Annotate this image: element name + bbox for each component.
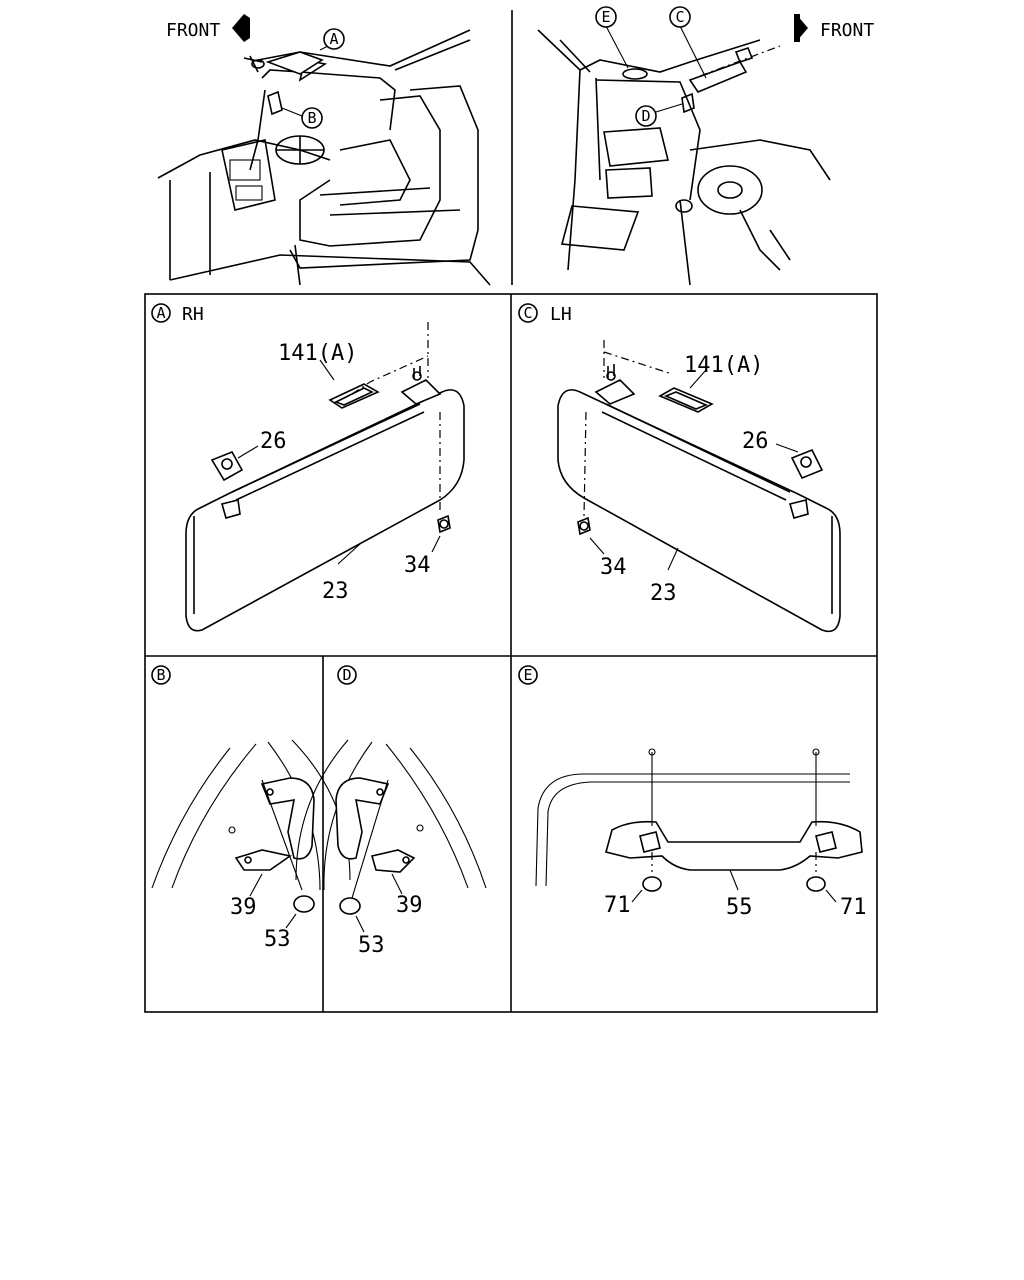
panel-b-marker: B [156,666,165,684]
panel-d: D 39 53 [295,665,487,958]
panel-e-part-55: 55 [726,895,753,920]
callout-c-leader [679,25,707,79]
cover-141-lh [658,387,714,413]
panel-e-marker-circle [518,665,538,685]
cab-interior-right-illustration [537,29,831,286]
panel-a-side-label: RH [182,304,204,325]
panel-d-marker: D [342,666,351,684]
panel-a: A RH 141(A) 26 34 23 [151,303,465,632]
assist-grip-39-b [260,777,315,860]
panel-a-marker: A [156,304,165,322]
screw-71-left [642,876,662,892]
callout-e-circle [595,6,617,28]
callout-d-circle [635,105,657,127]
callout-e-leader [605,25,629,69]
panel-e-marker: E [523,666,532,684]
panel-b: B 39 53 [151,665,351,952]
panel-a-part-141: 141(A) [278,341,357,366]
panel-c-part-141: 141(A) [684,353,763,378]
panel-a-part-26: 26 [260,429,287,454]
panel-c-marker-circle [518,303,538,323]
panel-e-part-71-left: 71 [604,893,631,918]
screw-53-b [293,895,315,913]
cab-interior-left-illustration [157,29,491,286]
sunvisor-rh-body [185,389,465,632]
front-label-left: FRONT [166,20,220,41]
callout-d-leader [655,103,683,113]
panel-c-part-34: 34 [600,555,627,580]
sunvisor-lh-body [557,389,841,633]
callout-c-circle [669,6,691,28]
callout-e-letter: E [601,8,610,26]
front-label-right: FRONT [820,20,874,41]
front-arrow-right-stem [794,14,800,42]
callout-a-circle [323,28,345,50]
panel-b-marker-circle [151,665,171,685]
grab-handle-55 [605,820,863,871]
panel-c-side-label: LH [550,304,572,325]
panel-d-marker-circle [337,665,357,685]
panel-b-part-39: 39 [230,895,257,920]
panel-e: E 71 55 71 [518,665,867,920]
panel-d-part-53: 53 [358,933,385,958]
callout-b-letter: B [307,109,316,127]
panel-c: C LH 141(A) 26 34 23 [518,303,841,633]
panel-e-part-71-right: 71 [840,895,867,920]
panel-a-marker-circle [151,303,171,323]
panel-a-part-34: 34 [404,553,431,578]
screw-53-d [339,897,361,915]
callout-b-leader [281,107,303,117]
panel-b-part-53: 53 [264,927,291,952]
callout-a-letter: A [329,30,338,48]
callout-d-letter: D [641,107,650,125]
callout-b-circle [301,107,323,129]
screw-71-right [806,876,826,892]
cover-141-rh [328,383,380,409]
panel-c-part-26: 26 [742,429,769,454]
front-arrow-left-icon [232,14,250,42]
assist-grip-39-d [335,777,390,860]
panel-c-part-23: 23 [650,581,677,606]
panel-d-part-39: 39 [396,893,423,918]
callout-c-letter: C [675,8,684,26]
panel-c-marker: C [523,304,532,322]
panel-a-part-23: 23 [322,579,349,604]
